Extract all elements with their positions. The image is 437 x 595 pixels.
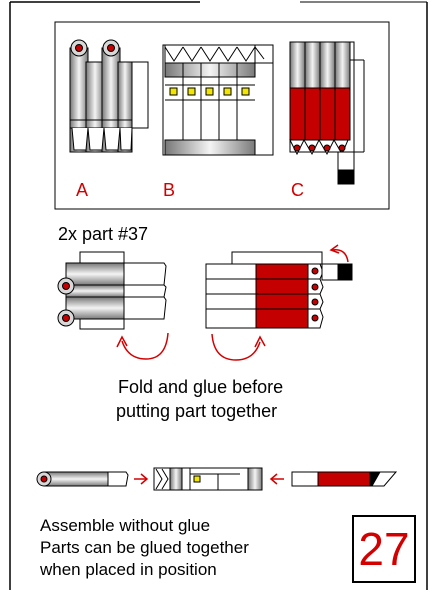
assembly-arrow-right (134, 473, 149, 485)
assembly-part-middle (153, 467, 263, 491)
assembly-arrow-left (269, 473, 284, 485)
fold-step-right (205, 251, 353, 329)
fold-step-left (57, 251, 167, 330)
assembly-part-right (291, 471, 398, 487)
label-part-c: C (291, 180, 304, 200)
assembly-part-left (36, 471, 129, 487)
part-b-diagram (162, 44, 274, 156)
assemble-line-2: Parts can be glued together (40, 538, 249, 557)
fold-arrow-tab (329, 244, 349, 263)
assemble-line-1: Assemble without glue (40, 516, 211, 535)
fold-caption-line-2: putting part together (116, 401, 278, 421)
part-a-diagram (69, 39, 149, 153)
part-c-diagram (289, 41, 365, 185)
fold-caption-line-1: Fold and glue before (118, 377, 284, 397)
fold-arrow-left (116, 332, 169, 360)
assemble-line-3: when placed in position (40, 560, 217, 579)
parts-overview-panel (54, 21, 390, 210)
page-border (9, 1, 428, 590)
part-count-label: 2x part #37 (58, 224, 149, 244)
label-part-b: B (163, 180, 176, 200)
fold-arrow-right (211, 333, 266, 361)
page-number-box: 27 (352, 515, 416, 583)
label-part-a: A (76, 180, 89, 200)
